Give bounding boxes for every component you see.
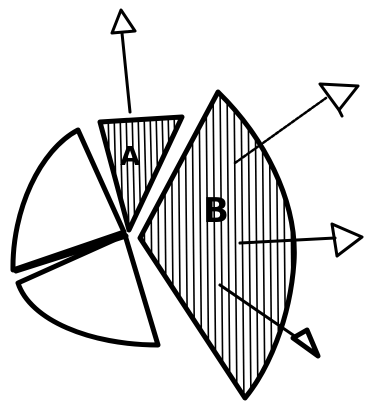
slice-lower-left: [18, 235, 158, 345]
hatch-line: [234, 85, 237, 405]
arrow-up-from-a: [112, 10, 135, 112]
hatch-line: [206, 85, 209, 405]
hatch-line: [157, 85, 160, 405]
wedge-a-label: A: [120, 142, 140, 172]
arrow-upper-right-from-b: [235, 84, 358, 163]
arrow-lower-right-from-b: [220, 285, 318, 356]
hatch-line: [168, 110, 171, 236]
hatch-line: [262, 85, 265, 405]
hatch-line: [283, 85, 286, 405]
hatch-line: [227, 85, 230, 405]
hatch-line: [164, 85, 167, 405]
hatch-line: [297, 85, 300, 405]
hatch-line: [241, 85, 244, 405]
hatch-line: [185, 85, 188, 405]
hatch-line: [120, 110, 123, 236]
hatch-line: [178, 85, 181, 405]
arrow-right-from-b: [240, 224, 362, 256]
hatch-line: [180, 110, 183, 236]
hatch-line: [108, 110, 111, 236]
hatch-line: [144, 110, 147, 236]
hatch-line: [138, 110, 141, 236]
hatch-line: [199, 85, 202, 405]
slice-divider: [16, 236, 126, 271]
wedge-b-label: B: [203, 191, 229, 231]
